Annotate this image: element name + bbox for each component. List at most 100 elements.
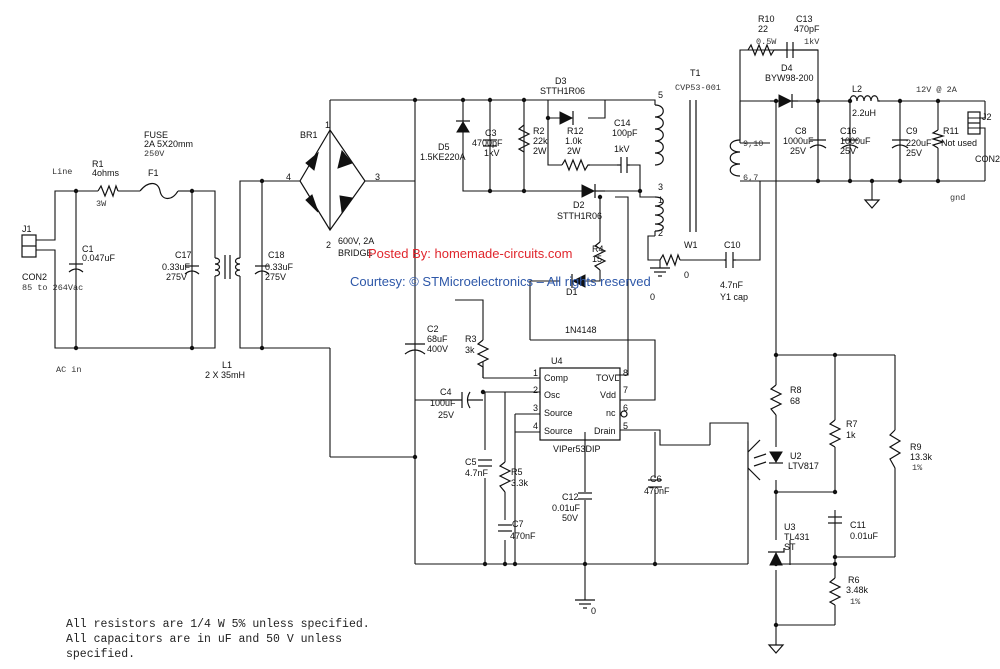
label-c16-v: 25V [840, 146, 856, 156]
label-r3: R3 [465, 334, 477, 344]
label-r10: R10 [758, 14, 775, 24]
label-u4: U4 [551, 356, 563, 366]
ground-bottom-right [767, 644, 785, 654]
label-c1: C1 [82, 244, 94, 254]
label-r9-tol: 1% [912, 463, 923, 473]
label-u4-p3: 3 [533, 403, 538, 413]
label-line: Line [52, 167, 72, 177]
ic-u4 [539, 367, 628, 441]
label-f1: F1 [148, 168, 159, 178]
label-d1-val: 1N4148 [565, 325, 597, 335]
diode-d5 [456, 120, 470, 133]
label-c12-v: 50V [562, 513, 578, 523]
label-t-pin5: 5 [658, 90, 663, 100]
capacitor-c4 [440, 391, 483, 409]
capacitor-c11 [828, 516, 842, 524]
label-c14: C14 [614, 118, 631, 128]
label-c14-v: 1kV [614, 144, 630, 154]
label-c5-val: 4.7nF [465, 468, 489, 478]
label-d1: D1 [566, 287, 578, 297]
label-c17-val: 0.33uF [162, 262, 191, 272]
label-r4: R4 [592, 244, 604, 254]
resistor-r1 [97, 184, 119, 198]
capacitor-c10 [724, 252, 736, 268]
capacitor-c7 [498, 524, 512, 532]
label-r10-val: 22 [758, 24, 768, 34]
label-c17-v: 275V [166, 272, 187, 282]
label-r4-val: 15 [592, 254, 602, 264]
diode-d3 [559, 111, 574, 125]
label-c13: C13 [796, 14, 813, 24]
label-u2-val: LTV817 [788, 461, 819, 471]
inductor-w1 [659, 253, 681, 267]
ground-primary-bottom [575, 599, 595, 609]
resistor-r12 [561, 158, 590, 172]
note-line: All resistors are 1/4 W 5% unless specif… [66, 618, 370, 631]
label-c8: C8 [795, 126, 807, 136]
fuse-f1 [139, 182, 179, 200]
label-c6-val: 470nF [644, 486, 670, 496]
label-u3-sub: ST [784, 542, 796, 552]
label-r2-val: 22k [533, 136, 548, 146]
inductor-l2 [849, 95, 880, 102]
label-u4-p5: 5 [623, 421, 628, 431]
junction-dots [73, 97, 941, 628]
capacitor-c8 [809, 139, 827, 149]
label-u4-drain: Drain [594, 426, 616, 436]
posted-by-banner: Posted By: homemade-circuits.com [368, 246, 572, 261]
label-con2-left: CON2 [22, 272, 47, 282]
label-r7-val: 1k [846, 430, 856, 440]
component-labels: J1 CON2 85 to 264Vac Line AC in R1 4ohms… [22, 14, 1000, 616]
capacitor-c5 [478, 459, 492, 467]
label-l1: L1 [222, 360, 232, 370]
note-line: All capacitors are in uF and 50 V unless [66, 633, 343, 646]
resistor-r11 [930, 129, 946, 149]
label-r1: R1 [92, 159, 104, 169]
resistor-r8 [769, 384, 783, 416]
label-j2: J2 [982, 112, 992, 122]
label-r3-val: 3k [465, 345, 475, 355]
capacitor-c9 [891, 139, 909, 149]
label-u4-nc: nc [606, 408, 616, 418]
label-c5: C5 [465, 457, 477, 467]
label-br1-type: BRIDGE [338, 248, 373, 258]
label-u4-p8: 8 [623, 368, 628, 378]
label-c3: C3 [485, 128, 497, 138]
label-c7-val: 470nF [510, 531, 536, 541]
label-c4: C4 [440, 387, 452, 397]
label-c10: C10 [724, 240, 741, 250]
label-r5-val: 3.3k [511, 478, 529, 488]
label-j1: J1 [22, 224, 32, 234]
capacitor-c3 [483, 139, 497, 147]
label-t-pin2: 2 [658, 228, 663, 238]
ground-secondary [863, 199, 881, 209]
label-t-pin1: 1 [658, 195, 663, 205]
label-r9-val: 13.3k [910, 452, 933, 462]
label-r11: R11 [943, 126, 959, 136]
label-br1-val: 600V, 2A [338, 236, 374, 246]
connector-j2 [967, 111, 981, 135]
label-r12-pw: 2W [567, 146, 581, 156]
label-c6: C6 [650, 474, 662, 484]
capacitor-c12 [578, 492, 592, 500]
diode-d1 [571, 274, 586, 288]
label-d4: D4 [781, 63, 793, 73]
label-c12: C12 [562, 492, 579, 502]
label-c7: C7 [512, 519, 524, 529]
label-c8-val: 1000uF [783, 136, 814, 146]
diode-d2 [581, 184, 605, 198]
resistor-r5 [498, 461, 512, 493]
label-c18: C18 [268, 250, 285, 260]
label-r6-tol: 1% [850, 597, 861, 607]
label-r12: R12 [567, 126, 584, 136]
resistor-r7 [828, 419, 842, 448]
bridge-br1 [299, 128, 366, 232]
label-c9-v: 25V [906, 148, 922, 158]
resistor-r10 [747, 43, 775, 57]
label-r8: R8 [790, 385, 802, 395]
label-c12-val: 0.01uF [552, 503, 581, 513]
label-u4-p7: 7 [623, 385, 628, 395]
label-gnd0-b: 0 [591, 606, 596, 616]
label-gnd0-a: 0 [650, 292, 655, 302]
label-r1-val: 4ohms [92, 168, 120, 178]
